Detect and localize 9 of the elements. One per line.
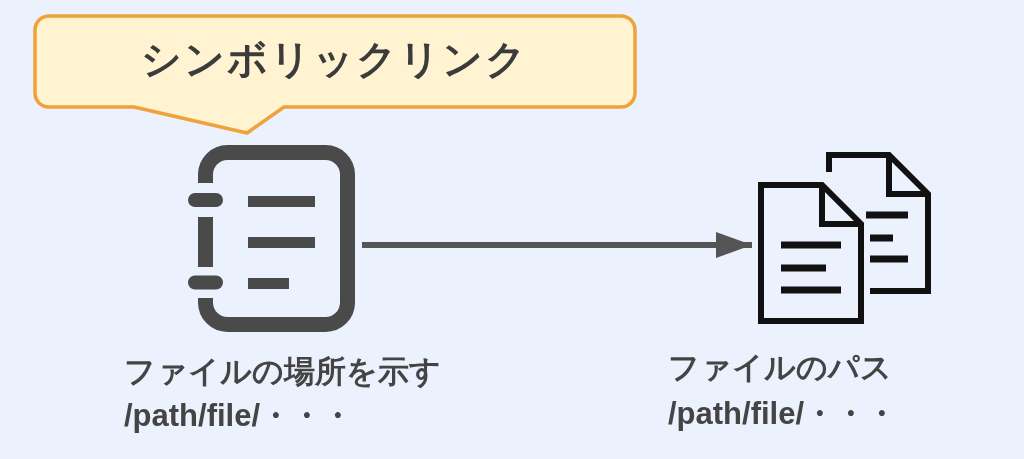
callout-title: シンボリックリンク — [141, 34, 528, 84]
documents-icon — [756, 150, 932, 326]
caption-text: /path/file/・・・ — [124, 398, 354, 434]
arrow — [362, 232, 752, 258]
caption-text: ファイルの場所を示す — [124, 354, 441, 390]
caption-text: /path/file/・・・ — [668, 396, 898, 432]
speech-bubble — [31, 12, 638, 136]
notebook-icon — [187, 144, 358, 335]
caption-text: ファイルのパス — [668, 350, 892, 386]
